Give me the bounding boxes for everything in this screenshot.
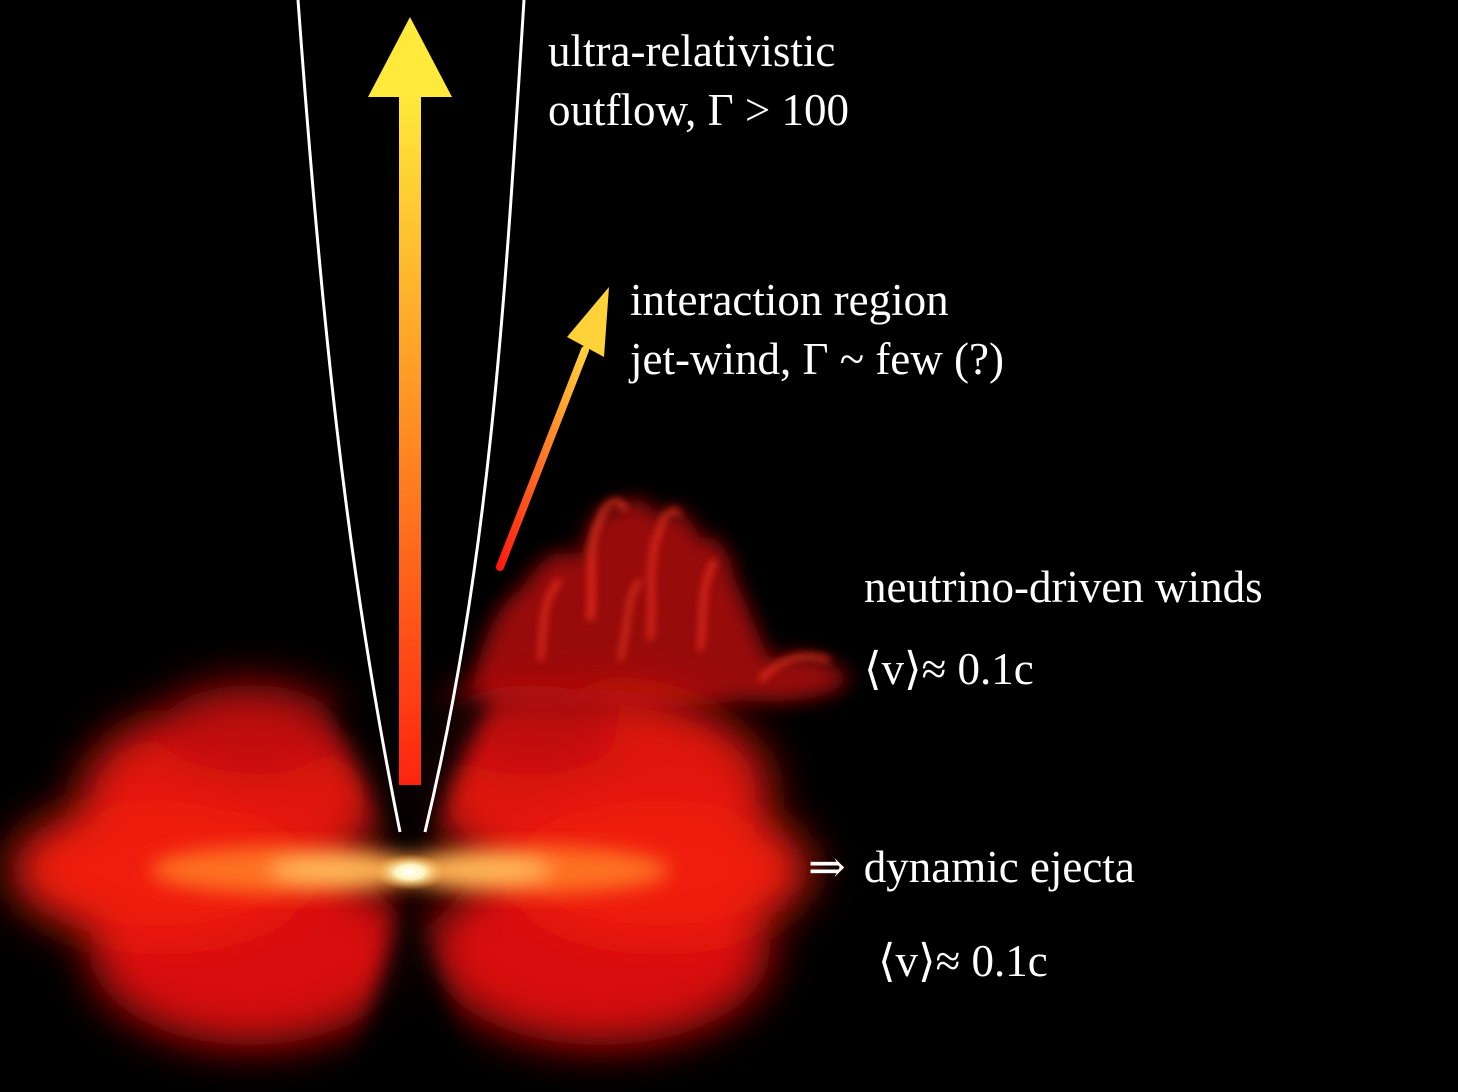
interaction-label-line1: interaction region: [630, 275, 949, 325]
interaction-label: interaction region jet-wind, Γ ~ few (?): [630, 271, 1004, 388]
central-core: [374, 854, 446, 890]
winds-velocity-label: ⟨v⟩≈ 0.1c: [864, 640, 1034, 699]
winds-velocity: ⟨v⟩≈ 0.1c: [864, 644, 1034, 694]
hot-equatorial-band: [150, 846, 670, 894]
ejecta-title: dynamic ejecta: [863, 842, 1135, 892]
jet-cone-right-line: [423, 0, 526, 833]
outflow-label: ultra-relativistic outflow, Γ > 100: [548, 22, 849, 139]
interaction-region-arrow: [496, 287, 609, 571]
neutrino-wind-wisps: [537, 498, 831, 682]
interaction-label-line2: jet-wind, Γ ~ few (?): [630, 333, 1004, 384]
outflow-label-line1: ultra-relativistic: [548, 26, 836, 76]
neutrino-wind-plumes: [470, 499, 850, 710]
implies-arrow-icon: ⇒: [808, 842, 846, 892]
ultra-relativistic-outflow-arrow: [368, 17, 452, 785]
winds-title: neutrino-driven winds: [864, 562, 1263, 612]
ejecta-label: ⇒ dynamic ejecta: [808, 838, 1135, 897]
winds-label: neutrino-driven winds: [864, 558, 1263, 617]
ejecta-velocity: ⟨v⟩≈ 0.1c: [878, 936, 1048, 986]
jet-cone-left-line: [296, 0, 402, 833]
outflow-label-line2: outflow, Γ > 100: [548, 84, 849, 135]
ejecta-velocity-label: ⟨v⟩≈ 0.1c: [878, 932, 1048, 991]
